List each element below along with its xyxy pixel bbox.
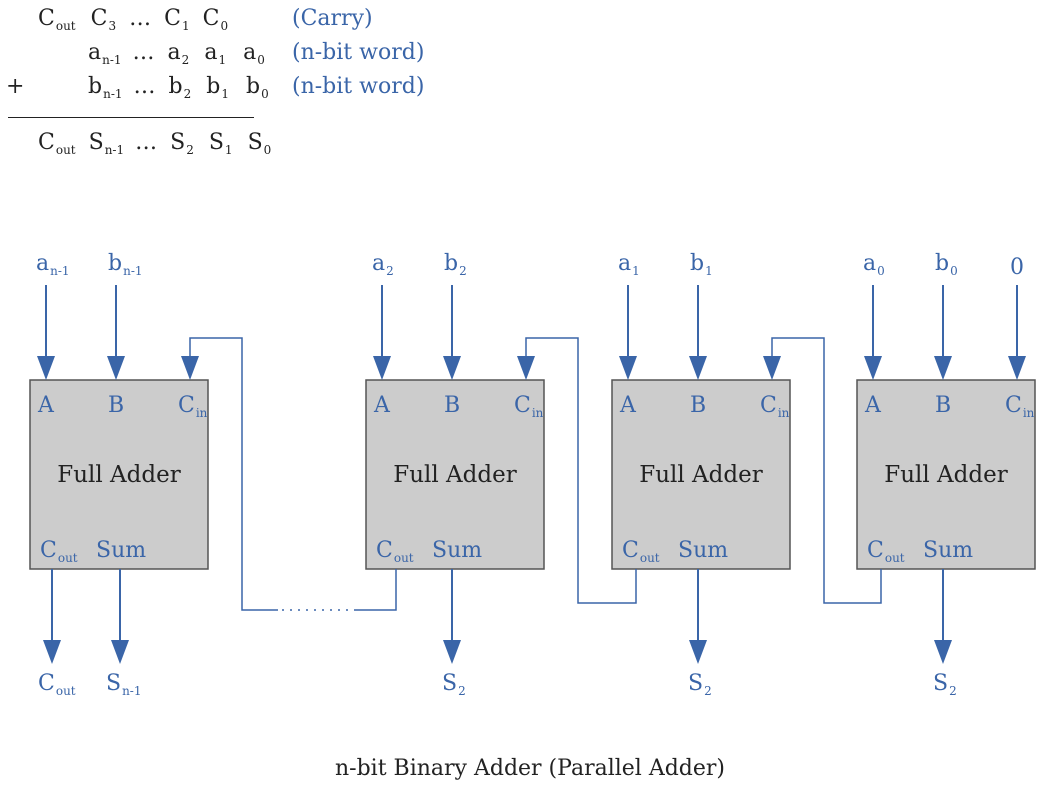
full-adder-title: Full Adder [57,462,180,488]
eq-b-item: … [133,74,156,99]
carry-wire-head [181,356,199,380]
eq-a-item: an-1 [88,40,122,67]
carry-out-arrow-head [43,640,61,664]
input-a-arrow-head [864,356,882,380]
sum-out-label: S2 [933,671,957,698]
eq-b-note: (n-bit word) [292,74,425,99]
port-cout-label: Cout [40,538,78,565]
eq-b-item: b0 [245,74,269,101]
input-b-arrow-head [443,356,461,380]
sum-out-arrow-head [111,640,129,664]
full-adder-box [856,379,1036,570]
eq-sum-item: Cout [38,130,76,157]
eq-b-item: b1 [206,74,229,101]
carry-wire [525,337,637,604]
eq-sum-item: S0 [247,130,272,157]
eq-a-note: (n-bit word) [292,40,425,65]
eq-carry-item: Cout [38,6,76,33]
port-a-label: A [864,393,882,418]
port-sum-label: Sum [96,538,146,563]
eq-sum-row: Cout Sn-1 … S2 S1 S0 [38,130,271,157]
sum-out-arrow-head [689,640,707,664]
sum-out-arrow-head [934,640,952,664]
eq-sum-item: Sn-1 [88,130,125,157]
port-b-label: B [444,393,460,418]
eq-carry-item: C1 [164,6,190,33]
port-cout-label: Cout [622,538,660,565]
eq-a-item: a1 [204,40,227,67]
eq-b-item: bn-1 [88,74,123,101]
input-b-label: b1 [690,251,713,278]
full-adder-title: Full Adder [639,462,762,488]
sum-out-arrow-head [443,640,461,664]
carry-out-label: Cout [38,671,76,698]
port-b-label: B [108,393,124,418]
carry-in-value: 0 [1010,255,1024,280]
input-b-label: bn-1 [108,251,143,278]
port-cin-label: Cin [760,393,790,420]
port-a-label: A [37,393,55,418]
input-a-label: a1 [618,251,640,278]
carry-wire [771,337,882,604]
eq-a-item: … [132,40,155,65]
eq-carry-note: (Carry) [292,6,373,31]
diagram-caption: n-bit Binary Adder (Parallel Adder) [334,756,725,781]
input-a-arrow-head [373,356,391,380]
eq-carry-item: C3 [90,6,117,33]
port-cin-label: Cin [178,393,208,420]
full-adder-title: Full Adder [393,462,516,488]
port-sum-label: Sum [678,538,728,563]
eq-a-row: an-1 … a2 a1 a0 [88,40,265,67]
port-cout-label: Cout [867,538,905,565]
eq-carry-item: C0 [202,6,229,33]
port-cin-label: Cin [1005,393,1035,420]
eq-sum-item: S1 [208,130,233,157]
port-sum-label: Sum [923,538,973,563]
input-b-arrow-head [689,356,707,380]
sum-out-label: S2 [688,671,712,698]
full-adder-title: Full Adder [884,462,1007,488]
input-a-label: a0 [863,251,885,278]
eq-sum-item: S2 [170,130,194,157]
carry-wire [189,337,278,611]
port-b-label: B [690,393,706,418]
input-b-arrow-head [934,356,952,380]
sum-out-label: Sn-1 [106,671,142,698]
carry-wire [356,569,397,611]
sum-out-label: S2 [442,671,466,698]
carry-wire-head [517,356,535,380]
input-b-arrow-head [107,356,125,380]
eq-a-item: a2 [167,40,190,67]
port-sum-label: Sum [432,538,482,563]
port-cout-label: Cout [376,538,414,565]
input-a-label: a2 [372,251,394,278]
input-b-label: b0 [935,251,958,278]
eq-plus: + [6,74,25,99]
port-a-label: A [619,393,637,418]
eq-b-item: b2 [168,74,192,101]
carry-wire-head [763,356,781,380]
port-b-label: B [935,393,951,418]
input-a-arrow-head [37,356,55,380]
input-a-label: an-1 [36,251,70,278]
full-adder-box [29,379,209,570]
full-adder-box [611,379,791,570]
port-cin-label: Cin [514,393,544,420]
input-a-arrow-head [619,356,637,380]
eq-sum-item: … [135,130,158,155]
eq-a-item: a0 [243,40,265,67]
eq-carry-row: Cout C3 … C1 C0 [38,6,228,33]
port-a-label: A [373,393,391,418]
eq-b-row: bn-1 … b2 b1 b0 [88,74,269,101]
carry-in-arrow-head [1008,356,1026,380]
eq-carry-item: … [129,6,152,31]
input-b-label: b2 [444,251,467,278]
full-adder-box [365,379,545,570]
eq-sum-rule [8,117,254,118]
